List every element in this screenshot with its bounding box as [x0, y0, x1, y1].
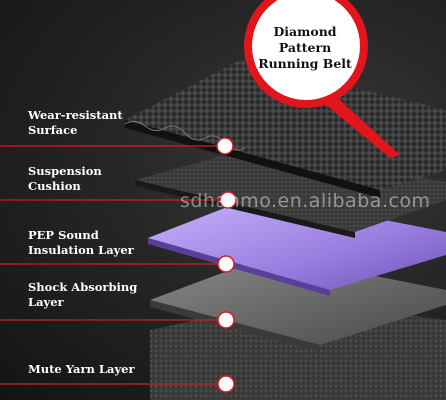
- connector-dot-4: [217, 311, 235, 329]
- layer-label-pep: PEP Sound Insulation Layer: [28, 228, 168, 258]
- layer-label-suspension: Suspension Cushion: [28, 164, 168, 194]
- watermark: sdhanmo.en.alibaba.com: [180, 190, 431, 212]
- badge-line-1: Diamond: [273, 24, 337, 39]
- badge-pointer: [320, 100, 400, 158]
- connector-dot-3: [217, 255, 235, 273]
- layer-label-line: Cushion: [28, 179, 81, 193]
- layer-label-line: Shock Absorbing: [28, 280, 138, 294]
- layer-label-line: Suspension: [28, 164, 102, 178]
- badge-inner: [252, 0, 360, 100]
- badge-text: Diamond Pattern Running Belt: [250, 24, 360, 72]
- layer-label-mute-yarn: Mute Yarn Layer: [28, 362, 168, 377]
- badge: [244, 0, 400, 158]
- layer-label-line: PEP Sound: [28, 228, 99, 242]
- layer-label-wear-resistant: Wear-resistant Surface: [28, 108, 168, 138]
- connectors: [0, 137, 237, 393]
- shock-absorbing-layer-shape: [150, 255, 446, 352]
- layer-label-line: Layer: [28, 295, 64, 309]
- connector-dot-1: [216, 137, 234, 155]
- connector-dot-2: [219, 191, 237, 209]
- layer-label-shock: Shock Absorbing Layer: [28, 280, 168, 310]
- badge-line-3: Running Belt: [258, 56, 352, 71]
- connector-dot-5: [217, 375, 235, 393]
- layer-label-line: Mute Yarn Layer: [28, 362, 135, 376]
- badge-line-2: Pattern: [278, 40, 332, 55]
- layer-label-line: Insulation Layer: [28, 243, 134, 257]
- layer-label-line: Wear-resistant: [28, 108, 123, 122]
- layer-label-line: Surface: [28, 123, 78, 137]
